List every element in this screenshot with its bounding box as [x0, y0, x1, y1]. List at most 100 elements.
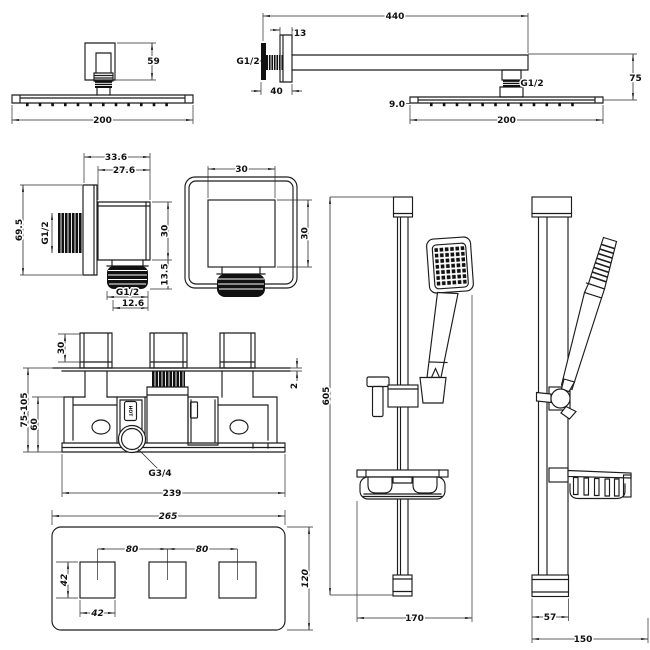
dim-head-thickness: 9.0: [389, 100, 405, 110]
dim-ext-lines: [207, 166, 312, 268]
dim-trim-height: 120: [301, 569, 311, 588]
rail-bottom-cap-inner: [392, 578, 413, 593]
view-slide-rail-front: 605 170: [321, 196, 474, 626]
elbow-inlet-ribs: [60, 213, 83, 253]
dim-spacing-1: 80: [126, 545, 139, 555]
dim-stem-height: 30: [57, 342, 67, 355]
dim-head-height: 59: [147, 57, 160, 67]
handle-seam: [428, 361, 448, 364]
knob-prong-left: [535, 391, 552, 404]
dim-body-height: 30: [161, 225, 171, 238]
dim-spacing-2: 80: [196, 545, 209, 555]
dim-wall-offset: 40: [270, 87, 283, 97]
head-nozzles: [26, 103, 168, 107]
hand-shower-face: [431, 242, 469, 290]
knob-prong-down: [560, 405, 577, 420]
view-slide-rail-side: 57 150: [531, 196, 649, 647]
knob-prong-up: [560, 378, 576, 393]
valve-body-outline: [61, 394, 286, 453]
dim-overall-height: 69.5: [15, 219, 25, 241]
basket-mount-side: [548, 467, 569, 483]
knob-hub: [550, 388, 571, 409]
dim-drop: 75: [629, 74, 642, 84]
arm-nipple-ribs: [268, 55, 282, 70]
elbow-outlet-thread: [107, 266, 148, 289]
basket-post-side: [622, 474, 632, 498]
rail-bottom-cap: [392, 574, 413, 597]
dim-escutcheon: 13: [294, 29, 307, 39]
outlet-face: [207, 199, 276, 268]
view-valve-body: HOT 30 75-105 60 2 G3/4 239: [19, 332, 302, 501]
dim-head-width: 200: [497, 116, 516, 126]
basket-rim: [356, 469, 449, 478]
basket-rim-ticks: [365, 469, 440, 478]
head-connector-nut: [95, 81, 112, 88]
leader-g34: [137, 448, 159, 470]
rail-bottom-cap-side: [531, 574, 570, 598]
head-slab-outline: [11, 94, 194, 104]
basket-bars-side: [572, 476, 620, 497]
dim-ext-lines: [260, 13, 637, 124]
outlet-thread: [217, 274, 265, 297]
slider-body: [387, 384, 419, 408]
dim-cap-width: 57: [544, 613, 557, 623]
view-wall-elbow: 69.5 G1/2 33.6 27.6 30 13.5 G1/2 12.6: [14, 152, 172, 311]
valve-hot-window: [123, 400, 138, 422]
elbow-body: [97, 201, 151, 261]
label-head-thread: G1/2: [520, 79, 543, 89]
basket-body-detail: [362, 476, 443, 498]
dim-hole-height: 42: [60, 574, 70, 588]
elbow-wall-plate: [82, 184, 98, 276]
arm-head-connector-nut: [503, 80, 520, 87]
dim-rail-depth: 150: [574, 635, 593, 645]
view-shower-arm: 440 13 G1/2 40 G1/2 9.0 75 200: [235, 11, 643, 128]
wand-body: [560, 291, 603, 391]
basket-bottom-side: [569, 483, 626, 500]
dim-rail-width: 170: [405, 614, 424, 624]
valve-mid-stem-ribs: [154, 371, 184, 387]
dim-plate-gap: 2: [290, 383, 300, 389]
valve-left-boss: [91, 419, 111, 435]
valve-right-boss: [229, 419, 249, 435]
head-connector-nut-ribs: [95, 82, 112, 87]
rail-top-cap: [392, 196, 414, 218]
slider-knob-stem: [371, 385, 384, 418]
basket-rim-side: [567, 469, 632, 479]
elbow-body-inner: [97, 201, 151, 261]
rail-top-cap-side: [531, 196, 573, 218]
dim-body-width: 239: [163, 489, 182, 499]
label-port-thread: G3/4: [148, 469, 171, 479]
arm-head-connector-ribs: [503, 81, 520, 86]
valve-mid-stem-collar: [146, 386, 189, 396]
dim-depth-range: 75-105: [20, 392, 30, 427]
dim-face-width: 30: [235, 165, 248, 175]
dim-outlet-length: 13.5: [161, 263, 171, 285]
basket-body: [359, 476, 446, 500]
dim-center-leaders: [97, 549, 238, 580]
label-hot-marking: HOT: [127, 406, 133, 418]
elbow-outlet-ribs: [108, 270, 147, 285]
label-inlet-thread: G1/2: [41, 221, 51, 244]
dim-arm-length: 440: [386, 12, 405, 22]
valve-cartridge-right: [187, 396, 219, 446]
valve-mid-stem-thread: [152, 371, 185, 387]
dim-overall-width: 33.6: [105, 153, 127, 163]
elbow-outlet-neck: [106, 259, 149, 267]
valve-wall-lines: [52, 367, 291, 372]
wand-head-ribs: [590, 243, 615, 283]
valve-port-inner: [120, 427, 144, 451]
dim-ext-lines: [20, 153, 172, 311]
handle-cup: [419, 376, 447, 404]
view-trim-plate: 265 80 80 42 42 120: [51, 510, 313, 631]
dim-face-height: 30: [301, 227, 311, 240]
dim-trim-width: 265: [159, 512, 178, 522]
dim-ext-lines: [11, 42, 194, 124]
trim-plate-outline: [51, 526, 286, 631]
rail-bottom-cap-side-inner: [531, 578, 570, 593]
arm-tube: [291, 54, 529, 71]
arm-escutcheon: [279, 34, 293, 83]
view-wall-outlet-front: 30 30: [184, 164, 312, 297]
view-shower-head-side: 59 200: [11, 42, 194, 128]
arm-head-nozzles: [430, 103, 574, 107]
